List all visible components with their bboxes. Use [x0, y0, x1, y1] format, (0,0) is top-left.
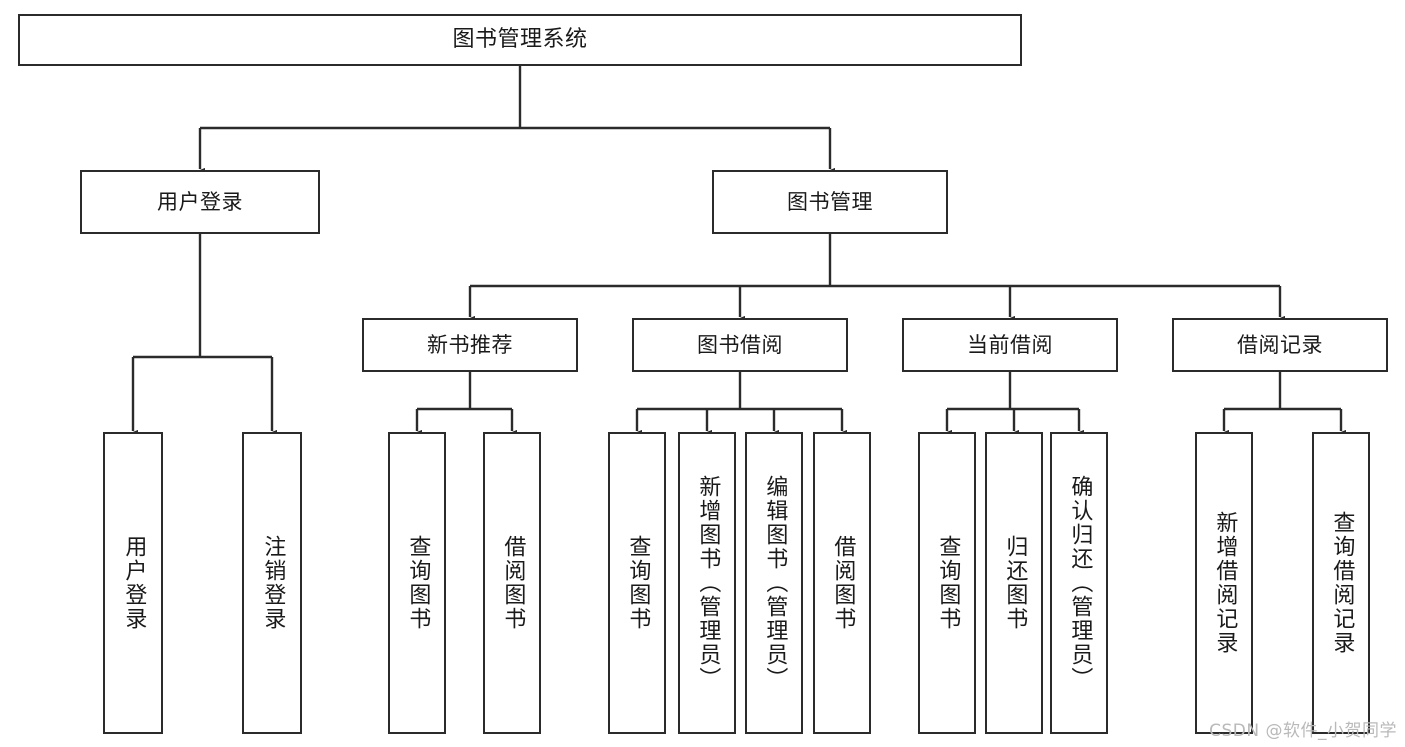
node-label: 归还图书 [1002, 535, 1028, 631]
node-label: 查询借阅记录 [1329, 511, 1355, 655]
watermark: CSDN @软件_小贺同学 [1209, 721, 1397, 741]
leaf-query-book-2[interactable]: 查询图书 [608, 432, 666, 734]
node-label: 图书管理 [787, 189, 873, 214]
node-label: 新增借阅记录 [1212, 511, 1238, 655]
leaf-confirm-return[interactable]: 确认归还（管理员） [1050, 432, 1108, 734]
node-label: 查询图书 [935, 535, 961, 631]
node-user-login[interactable]: 用户登录 [80, 170, 320, 234]
node-label: 借阅记录 [1237, 332, 1323, 357]
node-borrow-record[interactable]: 借阅记录 [1172, 318, 1388, 372]
leaf-return-book[interactable]: 归还图书 [985, 432, 1043, 734]
leaf-query-book-1[interactable]: 查询图书 [388, 432, 446, 734]
leaf-borrow-book-2[interactable]: 借阅图书 [813, 432, 871, 734]
leaf-add-book[interactable]: 新增图书（管理员） [678, 432, 736, 734]
leaf-borrow-book-1[interactable]: 借阅图书 [483, 432, 541, 734]
node-label: 用户登录 [121, 535, 147, 631]
leaf-user-login[interactable]: 用户登录 [103, 432, 163, 734]
node-label: 图书借阅 [697, 332, 783, 357]
node-current-borrow[interactable]: 当前借阅 [902, 318, 1118, 372]
leaf-query-borrow-record[interactable]: 查询借阅记录 [1312, 432, 1370, 734]
node-new-book-recommend[interactable]: 新书推荐 [362, 318, 578, 372]
node-book-manage[interactable]: 图书管理 [712, 170, 948, 234]
node-label: 图书管理系统 [452, 27, 588, 53]
leaf-user-logout[interactable]: 注销登录 [242, 432, 302, 734]
node-label: 用户登录 [157, 189, 243, 214]
node-label: 新书推荐 [427, 332, 513, 357]
leaf-query-book-3[interactable]: 查询图书 [918, 432, 976, 734]
node-label: 借阅图书 [830, 535, 856, 631]
node-label: 确认归还（管理员） [1067, 475, 1093, 691]
node-label: 编辑图书（管理员） [762, 475, 788, 691]
node-root[interactable]: 图书管理系统 [18, 14, 1022, 66]
node-label: 新增图书（管理员） [695, 475, 721, 691]
node-label: 借阅图书 [500, 535, 526, 631]
node-label: 当前借阅 [967, 332, 1053, 357]
leaf-edit-book[interactable]: 编辑图书（管理员） [745, 432, 803, 734]
node-label: 查询图书 [405, 535, 431, 631]
leaf-add-borrow-record[interactable]: 新增借阅记录 [1195, 432, 1253, 734]
node-label: 查询图书 [625, 535, 651, 631]
node-book-borrow[interactable]: 图书借阅 [632, 318, 848, 372]
node-label: 注销登录 [260, 535, 286, 631]
